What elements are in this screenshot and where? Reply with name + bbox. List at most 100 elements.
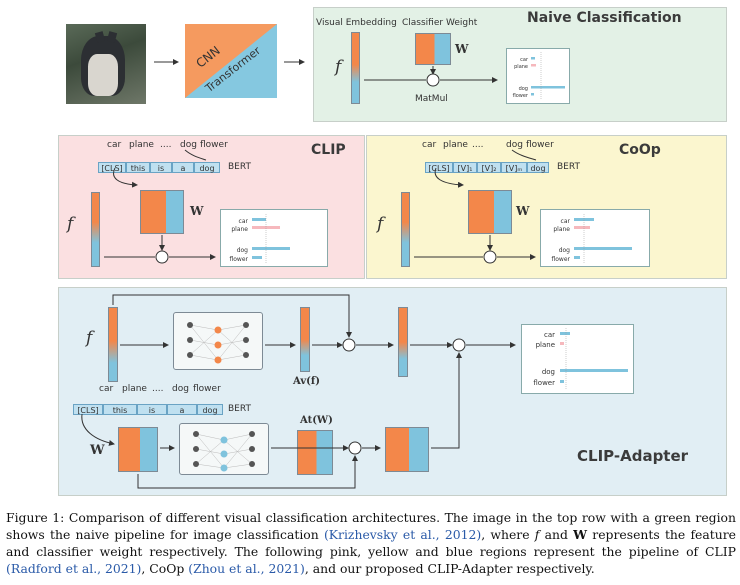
clip-w-matrix bbox=[140, 190, 184, 234]
clip-token-is: is bbox=[150, 162, 172, 173]
naive-f: f bbox=[335, 57, 342, 77]
naive-chart-marks: car plane dog flower bbox=[513, 52, 565, 100]
adapter-token-a: a bbox=[167, 404, 197, 415]
naive-w: W bbox=[455, 42, 469, 56]
adapter-chart-car: car bbox=[544, 331, 555, 339]
figure-caption: Figure 1: Comparison of different visual… bbox=[6, 509, 736, 577]
clip-w: W bbox=[190, 204, 204, 218]
coop-result-chart bbox=[540, 209, 650, 267]
clip-token-a: a bbox=[172, 162, 194, 173]
clip-chart-flower: flower bbox=[229, 256, 248, 263]
coop-class-car: car bbox=[422, 140, 437, 150]
clip-f-vector bbox=[91, 192, 100, 267]
adapter-chart-flower: flower bbox=[533, 379, 555, 387]
adapter-f-vector bbox=[108, 307, 118, 382]
coop-token-dog: dog bbox=[527, 162, 549, 173]
clip-f: f bbox=[67, 214, 74, 234]
adapter-fused-w-matrix bbox=[385, 427, 429, 472]
clip-class-flower: flower bbox=[200, 140, 228, 150]
naive-chart-plane: plane bbox=[514, 64, 528, 70]
citation-radford[interactable]: (Radford et al., 2021) bbox=[6, 561, 142, 576]
adapter-chart-dog: dog bbox=[542, 368, 555, 376]
naive-f-vector bbox=[351, 32, 360, 104]
clip-chart-plane: plane bbox=[231, 226, 248, 233]
clip-chart-marks: car plane dog flower bbox=[229, 214, 290, 264]
matmul-circles bbox=[155, 73, 497, 455]
clip-bert-label: BERT bbox=[228, 162, 251, 172]
coop-class-dog: dog bbox=[506, 140, 523, 150]
coop-class-plane: plane bbox=[443, 140, 468, 150]
coop-token-cls: [CLS] bbox=[425, 162, 453, 173]
coop-w: W bbox=[516, 204, 530, 218]
clip-token-this: this bbox=[126, 162, 150, 173]
visual-embedding-label: Visual Embedding bbox=[316, 18, 397, 28]
adapter-token-is: is bbox=[137, 404, 167, 415]
adapter-title: CLIP-Adapter bbox=[577, 447, 689, 465]
adapter-class-dog: dog bbox=[172, 384, 189, 394]
clip-class-car: car bbox=[107, 140, 122, 150]
coop-chart-marks: car plane dog flower bbox=[551, 214, 632, 264]
matmul-label: MatMul bbox=[415, 94, 448, 104]
clip-class-ellipsis: .... bbox=[160, 140, 172, 150]
naive-result-chart bbox=[506, 48, 570, 104]
coop-class-flower: flower bbox=[526, 140, 554, 150]
adapter-class-plane: plane bbox=[122, 384, 147, 394]
caption-part-1: Figure 1: Comparison of different visual… bbox=[6, 510, 736, 542]
arrows bbox=[81, 59, 537, 489]
adapter-w-matrix bbox=[118, 427, 158, 472]
coop-bert-label: BERT bbox=[557, 162, 580, 172]
coop-f: f bbox=[377, 214, 384, 234]
adapter-class-ellipsis: .... bbox=[152, 384, 164, 394]
cnn-transformer-block bbox=[185, 24, 277, 98]
clip-chart-car: car bbox=[239, 218, 249, 225]
caption-part-3: and bbox=[539, 527, 574, 542]
coop-f-vector bbox=[401, 192, 410, 267]
caption-part-5: , CoOp bbox=[141, 561, 189, 576]
coop-title: CoOp bbox=[619, 142, 661, 158]
coop-token-v2: [V]₂ bbox=[477, 162, 501, 173]
citation-krizhevsky[interactable]: (Krizhevsky et al., 2012) bbox=[323, 527, 482, 542]
caption-part-2: , where bbox=[481, 527, 535, 542]
clip-token-cls: [CLS] bbox=[98, 162, 126, 173]
adapter-bert-label: BERT bbox=[228, 404, 251, 414]
coop-chart-dog: dog bbox=[559, 247, 570, 254]
adapter-token-cls: [CLS] bbox=[73, 404, 103, 415]
citation-zhou[interactable]: (Zhou et al., 2021) bbox=[188, 561, 305, 576]
coop-w-matrix bbox=[468, 190, 512, 234]
coop-token-v1: [V]₁ bbox=[453, 162, 477, 173]
clip-title: CLIP bbox=[311, 142, 346, 158]
av-text: Av(f) bbox=[293, 376, 320, 387]
adapter-class-flower: flower bbox=[193, 384, 221, 394]
adapter-w: W bbox=[90, 443, 105, 458]
text-network-nodes bbox=[193, 431, 255, 472]
caption-part-4: represents the feature and classifier we… bbox=[6, 527, 736, 559]
caption-part-6: , and our proposed CLIP-Adapter respecti… bbox=[304, 561, 595, 576]
naive-chart-dog: dog bbox=[519, 86, 528, 92]
adapter-fused-vector bbox=[398, 307, 408, 377]
adapter-result-chart bbox=[521, 324, 634, 394]
at-matrix bbox=[297, 430, 333, 475]
adapter-chart-marks: car plane dog flower bbox=[533, 328, 628, 390]
classifier-weight-label: Classifier Weight bbox=[402, 18, 478, 28]
clip-result-chart bbox=[220, 209, 328, 267]
husky-image bbox=[66, 24, 146, 104]
coop-panel bbox=[366, 135, 727, 279]
clip-class-plane: plane bbox=[129, 140, 154, 150]
naive-w-matrix bbox=[415, 33, 451, 65]
clip-class-dog: dog bbox=[180, 140, 197, 150]
at-label: At(W) bbox=[300, 415, 333, 426]
naive-title: Naive Classification bbox=[527, 10, 682, 26]
caption-w: W bbox=[573, 527, 588, 542]
coop-token-vm: [V]ₘ bbox=[501, 162, 527, 173]
adapter-chart-plane: plane bbox=[536, 341, 555, 349]
coop-chart-plane: plane bbox=[553, 226, 570, 233]
clip-token-dog: dog bbox=[194, 162, 220, 173]
naive-chart-flower: flower bbox=[513, 93, 529, 99]
adapter-f: f bbox=[86, 328, 93, 348]
coop-chart-flower: flower bbox=[551, 256, 570, 263]
coop-chart-car: car bbox=[561, 218, 571, 225]
av-label: Av(f) bbox=[293, 376, 320, 387]
adapter-token-dog: dog bbox=[197, 404, 223, 415]
naive-chart-car: car bbox=[520, 57, 529, 63]
